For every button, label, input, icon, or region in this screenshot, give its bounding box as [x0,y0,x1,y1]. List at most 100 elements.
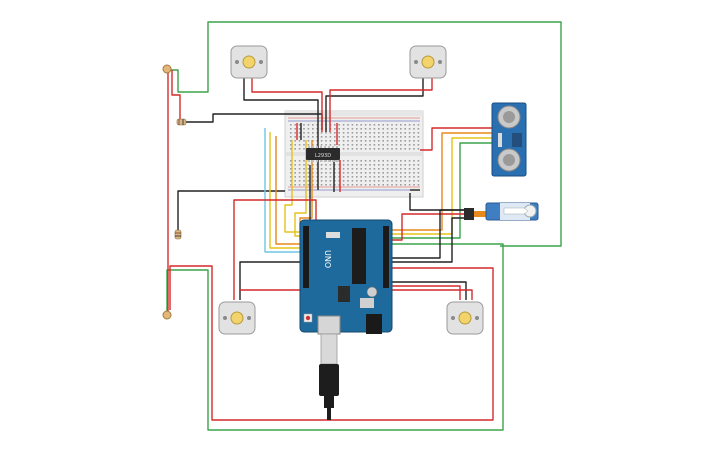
breadboard-hole [382,136,384,138]
breadboard-hole [351,136,354,138]
servo-icon [464,202,539,221]
breadboard-hole [320,172,323,174]
breadboard-hole [391,160,393,162]
arduino-brand-label: UNO [323,250,332,268]
arduino-uno-board[interactable]: UNO [299,219,393,335]
breadboard-hole [400,160,402,162]
breadboard-hole [342,140,345,142]
breadboard-hole [294,128,296,130]
ultrasonic-sensor[interactable] [491,102,527,177]
breadboard-hole [400,148,402,150]
breadboard-hole [342,132,345,134]
breadboard-hole [316,124,318,126]
breadboard-hole [417,128,420,130]
breadboard-hole [325,144,327,146]
breadboard-hole [307,180,310,182]
breadboard-hole [320,144,323,146]
breadboard-hole [325,180,327,182]
breadboard-hole [360,160,362,162]
breadboard-hole [303,176,305,178]
motor-bottom-left[interactable] [218,301,256,335]
breadboard-hole [298,140,301,142]
photoresistor-bottom[interactable] [162,310,172,320]
motor-bottom-right[interactable] [446,301,484,335]
breadboard-hole [303,136,305,138]
chip-pin [324,160,326,162]
breadboard-hole [408,160,411,162]
breadboard-hole [303,132,305,134]
breadboard-hole [364,136,367,138]
breadboard-hole [351,176,354,178]
breadboard-hole [347,132,349,134]
breadboard-hole [364,176,367,178]
servo-motor[interactable] [464,202,539,221]
dc-motor-icon [409,45,447,79]
breadboard-hole [378,176,380,178]
breadboard-hole [382,124,384,126]
breadboard-hole [338,168,340,170]
breadboard-hole [378,124,380,126]
breadboard-hole [351,140,354,142]
motor-driver-chip[interactable]: L293D [306,146,340,162]
breadboard-hole [369,168,371,170]
breadboard-hole [382,164,384,166]
chip-pin [336,160,338,162]
usb-cable[interactable] [319,333,339,420]
resistor-icon [174,229,182,240]
breadboard-hole [351,180,354,182]
chip-label: L293D [315,153,331,159]
breadboard-hole [364,172,367,174]
breadboard-hole [400,128,402,130]
breadboard-hole [364,148,367,150]
breadboard-hole [312,128,314,130]
motor-top-left[interactable] [230,45,268,79]
breadboard-hole [290,124,292,126]
breadboard-hole [413,136,415,138]
breadboard-hole [351,172,354,174]
breadboard-hole [303,164,305,166]
breadboard-hole [360,124,362,126]
breadboard-hole [334,180,336,182]
breadboard-hole [298,180,301,182]
breadboard-hole [294,148,296,150]
wire-green-bottom-loop [166,243,504,431]
resistor-top[interactable] [176,118,187,126]
breadboard-hole [312,140,314,142]
breadboard-hole [395,168,398,170]
breadboard-hole [338,184,340,186]
breadboard-hole [329,140,332,142]
breadboard-hole [298,144,301,146]
breadboard-hole [391,184,393,186]
chip-pin [312,160,314,162]
breadboard-hole [329,160,332,162]
breadboard-hole [373,172,376,174]
chip-pin [320,146,322,148]
breadboard-hole [391,164,393,166]
breadboard-hole [386,124,389,126]
breadboard-hole [325,172,327,174]
breadboard-hole [391,180,393,182]
breadboard-hole [395,136,398,138]
breadboard-hole [342,176,345,178]
breadboard-hole [395,164,398,166]
breadboard-hole [408,176,411,178]
breadboard-hole [382,160,384,162]
breadboard-hole [320,176,323,178]
breadboard-hole [386,176,389,178]
breadboard-hole [404,128,406,130]
breadboard-hole [373,176,376,178]
breadboard-hole [303,180,305,182]
breadboard-hole [320,164,323,166]
photoresistor-top[interactable] [162,64,172,74]
breadboard-hole [404,172,406,174]
breadboard-hole [329,164,332,166]
motor-top-right[interactable] [409,45,447,79]
breadboard-hole [417,164,420,166]
wire-red-servo [392,213,472,241]
breadboard-hole [351,144,354,146]
breadboard-hole [364,132,367,134]
wire-yellow-1 [269,132,305,249]
breadboard-hole [320,184,323,186]
resistor-bottom[interactable] [174,229,182,240]
